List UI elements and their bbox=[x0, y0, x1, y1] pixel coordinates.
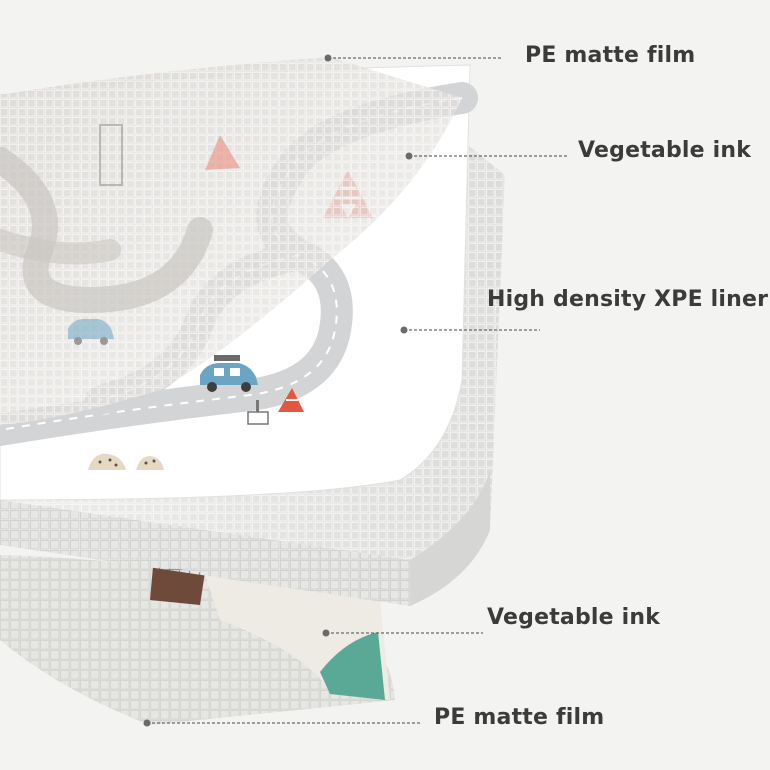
printed-car bbox=[200, 355, 258, 392]
leader-line-ink-top bbox=[405, 152, 567, 160]
printed-rocks bbox=[88, 453, 164, 470]
label-vegetable-ink-bottom: Vegetable ink bbox=[487, 605, 661, 630]
label-vegetable-ink-top: Vegetable ink bbox=[578, 138, 752, 163]
teal-print-patch bbox=[320, 632, 385, 700]
leader-lines bbox=[143, 54, 567, 727]
label-pe-matte-film-bottom: PE matte film bbox=[434, 705, 605, 730]
leader-line-ink-bottom bbox=[322, 629, 483, 637]
leader-line-pe-film-bottom bbox=[143, 719, 420, 727]
printed-sign bbox=[247, 400, 269, 425]
top-pe-film bbox=[0, 57, 462, 425]
label-high-density-xpe-liner: High density XPE liner bbox=[487, 287, 769, 312]
leader-line-pe-film-top bbox=[324, 54, 503, 62]
label-pe-matte-film-top: PE matte film bbox=[525, 43, 696, 68]
brown-print-patch bbox=[150, 567, 205, 605]
printed-tent bbox=[278, 388, 304, 412]
leader-line-xpe-liner bbox=[400, 326, 540, 334]
